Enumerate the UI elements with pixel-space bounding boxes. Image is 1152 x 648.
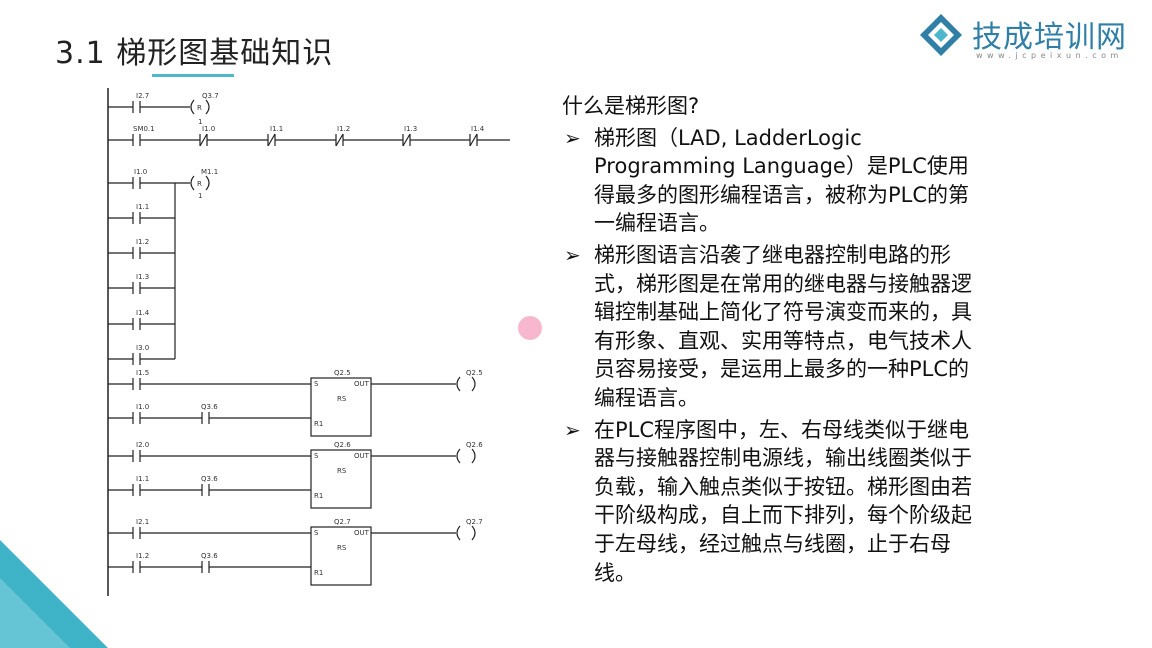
block2-set: I2.0	[136, 441, 149, 449]
rung1-coil-n: 1	[198, 118, 202, 126]
block1-s: S	[314, 380, 319, 388]
rung2-c4: I1.2	[337, 125, 350, 133]
rung3-c3: I1.3	[136, 273, 149, 281]
rung3-c2: I1.2	[136, 238, 149, 246]
block3-reset: I1.2	[136, 552, 149, 560]
corner-decoration	[0, 540, 108, 648]
block3-rs: RS	[337, 544, 347, 552]
block1-r1: R1	[314, 420, 323, 428]
block3-out: Q2.7	[466, 518, 483, 526]
logo-name: 技成培训网	[972, 20, 1127, 55]
block1-outpin: OUT	[354, 380, 370, 388]
block1-out: Q2.5	[466, 369, 483, 377]
rung1-contact-label: I2.7	[136, 92, 149, 100]
bullet-item: ➢ 梯形图语言沿袭了继电器控制电路的形式，梯形图是在常用的继电器与接触器逻辑控制基…	[562, 241, 982, 413]
block1-name: Q2.5	[334, 369, 351, 377]
block2-s: S	[314, 452, 319, 460]
block2-rs: RS	[337, 467, 347, 475]
title-underline	[152, 74, 234, 77]
rung1-coil-type: R	[197, 104, 202, 112]
rung3-c4: I1.4	[136, 309, 150, 317]
logo-diamond-icon	[920, 14, 962, 56]
block3-r1: R1	[314, 569, 323, 577]
block3-outpin: OUT	[354, 529, 370, 537]
block1-rs: RS	[337, 395, 347, 403]
rung2-c5: I1.3	[404, 125, 417, 133]
arrow-bullet-icon: ➢	[564, 417, 581, 442]
block2-out: Q2.6	[466, 441, 483, 449]
text-content: 什么是梯形图? ➢ 梯形图（LAD, LadderLogic Programmin…	[562, 92, 982, 587]
block3-set: I2.1	[136, 518, 149, 526]
rung3-c1: I1.1	[136, 203, 149, 211]
rung3-coil-label: M1.1	[201, 168, 218, 176]
block3-s: S	[314, 529, 319, 537]
block3-reset2: Q3.6	[201, 552, 218, 560]
block3-name: Q2.7	[334, 518, 351, 526]
bullet-text: 梯形图（LAD, LadderLogic Programming Languag…	[594, 125, 970, 236]
arrow-bullet-icon: ➢	[564, 125, 581, 150]
bullet-list: ➢ 梯形图（LAD, LadderLogic Programming Langua…	[562, 124, 982, 588]
rung2-c2: I1.0	[202, 125, 215, 133]
bullet-item: ➢ 在PLC程序图中，左、右母线类似于继电器与接触器控制电源线，输出线圈类似于负载…	[562, 416, 982, 588]
rung2-c3: I1.1	[270, 125, 283, 133]
pointer-dot	[518, 316, 542, 340]
arrow-bullet-icon: ➢	[564, 242, 581, 267]
bullet-text: 在PLC程序图中，左、右母线类似于继电器与接触器控制电源线，输出线圈类似于负载，…	[594, 417, 972, 585]
logo-url: www.jcpeixun.com	[976, 51, 1123, 60]
block2-r1: R1	[314, 492, 323, 500]
bullet-text: 梯形图语言沿袭了继电器控制电路的形式，梯形图是在常用的继电器与接触器逻辑控制基础…	[594, 242, 972, 410]
rung2-c6: I1.4	[471, 125, 485, 133]
bullet-item: ➢ 梯形图（LAD, LadderLogic Programming Langua…	[562, 124, 982, 238]
block1-reset2: Q3.6	[201, 403, 218, 411]
ladder-diagram: I2.7 Q3.7 R 1 SM0.1 I1.0 I1.1 I1.2 I1.3 …	[78, 88, 510, 596]
block2-reset: I1.1	[136, 475, 149, 483]
rung3-c0: I1.0	[134, 168, 147, 176]
block2-outpin: OUT	[354, 452, 370, 460]
rung3-coil-n: 1	[198, 192, 202, 200]
page-title: 3.1 梯形图基础知识	[55, 36, 334, 71]
brand-logo: 技成培训网 www.jcpeixun.com	[918, 10, 1143, 62]
block1-set: I1.5	[136, 369, 149, 377]
rung3-coil-type: R	[197, 180, 202, 188]
block1-reset: I1.0	[136, 403, 149, 411]
question-heading: 什么是梯形图?	[562, 94, 700, 118]
block2-name: Q2.6	[334, 441, 351, 449]
rung3-c5: I3.0	[136, 344, 149, 352]
rung1-coil-label: Q3.7	[202, 92, 219, 100]
rung2-c1: SM0.1	[133, 125, 155, 133]
block2-reset2: Q3.6	[201, 475, 218, 483]
